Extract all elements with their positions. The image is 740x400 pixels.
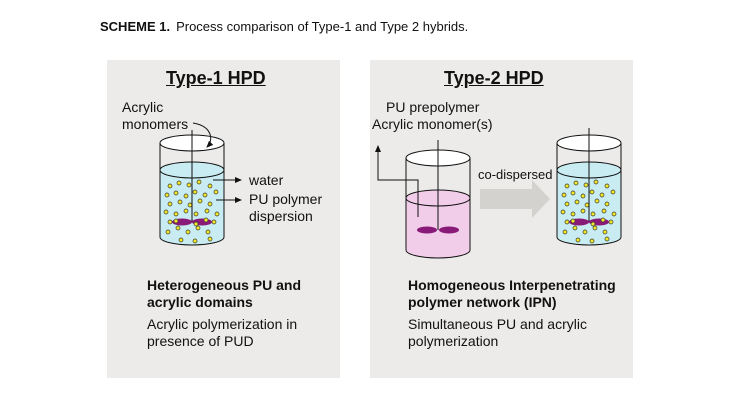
type2-input-label-line2: Acrylic monomer(s) (372, 116, 493, 132)
pu-dispersion-label-line2: dispersion (249, 208, 313, 224)
type1-heading-line1: Heterogeneous PU and (147, 277, 302, 293)
water-label: water (249, 172, 284, 188)
type2-description-line1: Simultaneous PU and acrylic (408, 316, 587, 332)
type2-title: Type-2 HPD (444, 68, 544, 88)
type2-beaker-dispersion (556, 128, 622, 246)
co-dispersed-label: co-dispersed (478, 167, 553, 182)
type2-heading-line1: Homogeneous Interpenetrating (408, 277, 616, 293)
type1-description-line2: presence of PUD (147, 333, 254, 349)
pu-dispersion-label-line1: PU polymer (249, 191, 323, 207)
type2-beaker-prepolymer (375, 140, 471, 259)
caption-label: SCHEME 1. (100, 19, 171, 34)
type2-beaker1-impeller-left (417, 226, 437, 234)
type1-description-line1: Acrylic polymerization in (147, 316, 298, 332)
type1-title: Type-1 HPD (166, 68, 266, 88)
type2-outlet-tube-arrow (375, 145, 419, 217)
type2-description-line2: polymerization (408, 333, 499, 349)
caption-text: Process comparison of Type-1 and Type 2 … (176, 19, 469, 34)
type1-monomer-arrow (192, 122, 214, 148)
co-dispersed-arrow (480, 180, 550, 218)
figure-caption: SCHEME 1. Process comparison of Type-1 an… (100, 19, 468, 34)
type2-heading-line2: polymer network (IPN) (408, 294, 557, 310)
type1-input-label-line1: Acrylic (122, 99, 164, 115)
type2-beaker1-impeller-right (439, 226, 459, 234)
type1-beaker (159, 130, 225, 246)
type2-particles (560, 179, 617, 244)
type2-input-label-line1: PU prepolymer (386, 99, 480, 115)
type1-input-label-line2: monomers (122, 116, 189, 132)
type1-heading-line2: acrylic domains (147, 294, 253, 310)
